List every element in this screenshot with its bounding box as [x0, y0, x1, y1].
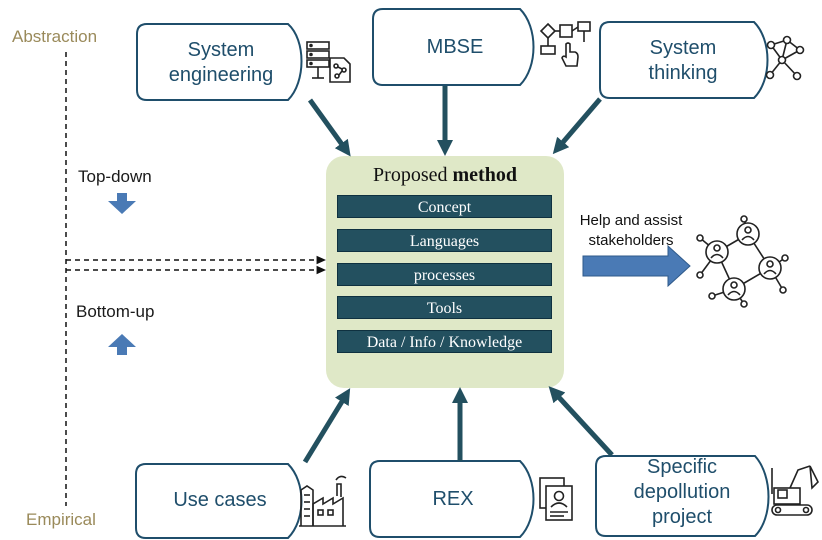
system-thinking-line2: thinking	[648, 62, 718, 84]
mbse-text: MBSE	[426, 36, 484, 58]
output-block-arrow	[582, 244, 691, 288]
top-down-label: Top-down	[78, 167, 152, 186]
depollution-project-text: Specific depollution project	[602, 455, 762, 530]
profile-document-icon	[539, 477, 573, 521]
use-cases-text: Use cases	[173, 489, 267, 511]
factory-icon	[299, 475, 347, 527]
method-title-prefix: Proposed	[373, 164, 453, 186]
up-block-arrow	[108, 334, 136, 355]
depollution-line1: Specific	[646, 456, 718, 478]
system-engineering-line2: engineering	[168, 64, 274, 86]
system-engineering-line1: System	[187, 39, 255, 61]
arrow-system-engineering	[307, 98, 351, 157]
system-thinking-text: System thinking	[606, 36, 760, 86]
scroll-depollution-project	[595, 455, 770, 537]
scroll-mbse	[372, 8, 535, 86]
rex-text: REX	[432, 488, 474, 510]
abstraction-label: Abstraction	[12, 27, 98, 46]
flowchart-touch-icon	[539, 21, 591, 67]
system-engineering-text: System engineering	[146, 38, 296, 88]
arrow-use-cases	[302, 388, 351, 464]
depollution-line3: project	[651, 506, 713, 528]
system-thinking-line1: System	[649, 37, 717, 59]
arrow-system-thinking	[552, 97, 602, 155]
method-title: Proposed method	[326, 164, 564, 187]
down-block-arrow	[108, 193, 136, 214]
network-graph-icon	[765, 35, 805, 81]
empirical-label: Empirical	[26, 510, 96, 529]
method-bar-concept: Concept	[337, 195, 552, 218]
method-title-bold: method	[452, 164, 517, 186]
method-bar-data-info-knowledge: Data / Info / Knowledge	[337, 330, 552, 353]
method-bar-tools: Tools	[337, 296, 552, 319]
stakeholder-network-icon	[696, 215, 789, 308]
scroll-system-thinking	[599, 21, 769, 99]
bottom-up-label: Bottom-up	[76, 302, 155, 321]
excavator-icon	[771, 465, 819, 516]
scroll-rex	[369, 460, 535, 538]
scroll-system-engineering	[136, 23, 303, 101]
server-network-icon	[306, 41, 351, 83]
method-bar-processes: processes	[337, 263, 552, 286]
arrow-depollution	[548, 386, 614, 457]
help-assist-text: Help and assist stakeholders	[572, 211, 690, 251]
help-assist-line2: stakeholders	[588, 232, 674, 249]
method-bar-languages: Languages	[337, 229, 552, 252]
help-assist-line1: Help and assist	[579, 212, 683, 229]
depollution-line2: depollution	[633, 481, 731, 503]
